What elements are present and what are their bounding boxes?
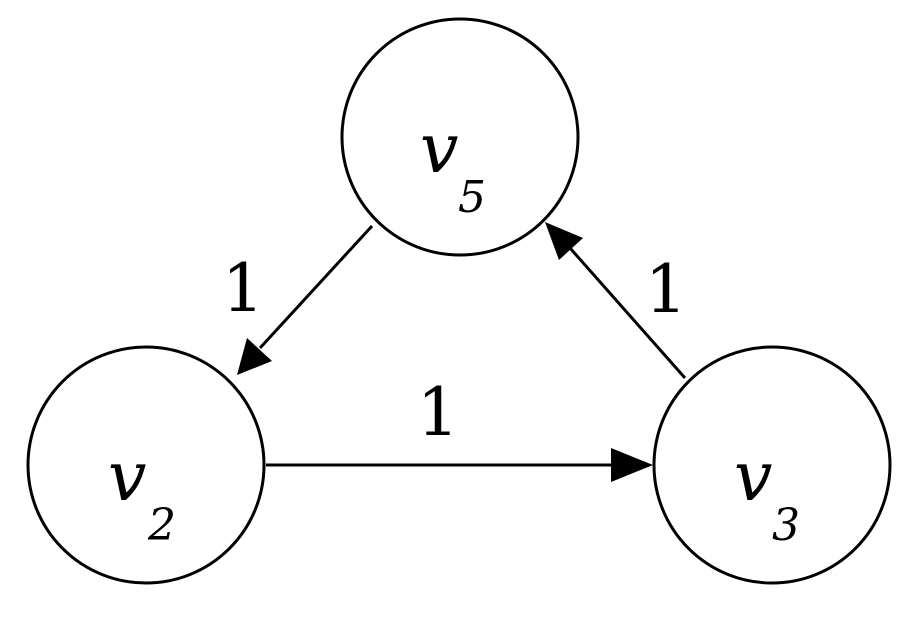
edge-v2-v3: 1 [266, 374, 653, 482]
edge-v5-v2: 1 [222, 224, 374, 375]
node-v5-label: v [420, 110, 458, 189]
node-v5: v 5 [340, 17, 580, 257]
node-v3: v 3 [652, 345, 892, 585]
node-v3-subscript: 3 [772, 500, 800, 551]
edge-v3-v5: 1 [545, 222, 687, 379]
node-v2-label: v [108, 438, 146, 517]
edge-weight-v3-v5: 1 [645, 251, 687, 328]
arrowhead-v2-v3 [611, 448, 653, 482]
node-v2: v 2 [26, 345, 266, 585]
node-v5-subscript: 5 [458, 172, 486, 223]
arrowhead-v3-v5 [545, 222, 583, 260]
node-v2-subscript: 2 [147, 500, 176, 551]
edge-weight-v2-v3: 1 [417, 374, 459, 451]
edge-weight-v5-v2: 1 [222, 250, 264, 327]
arrowhead-v5-v2 [237, 338, 272, 375]
node-v3-label: v [734, 438, 772, 517]
